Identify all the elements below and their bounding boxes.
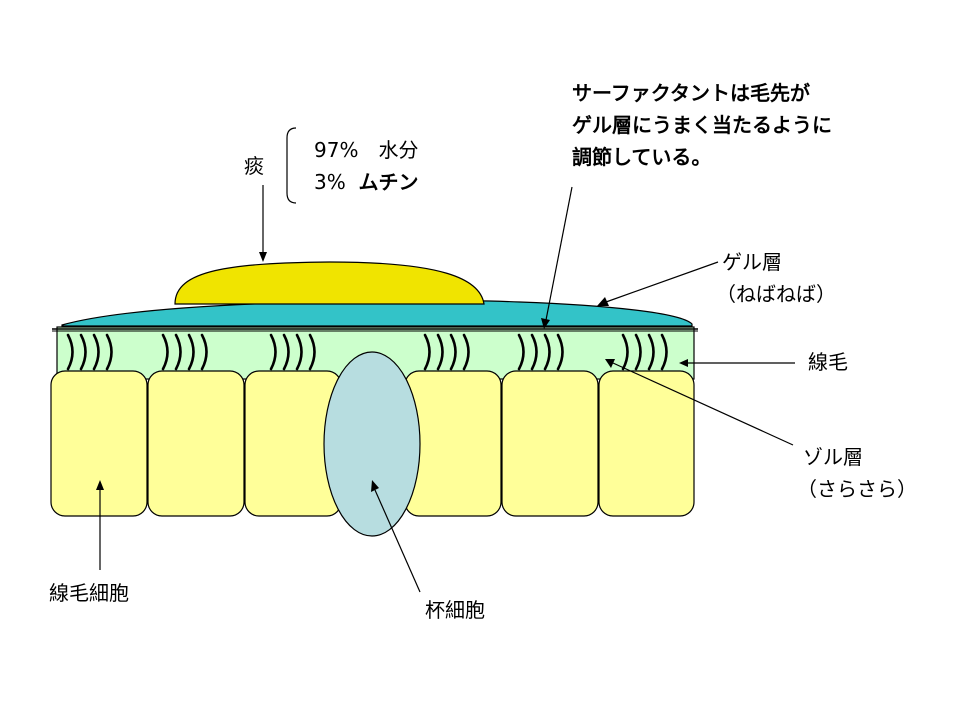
cilium — [517, 333, 525, 371]
goblet-cell-label: 杯細胞 — [425, 598, 485, 622]
ciliated-cell — [50, 370, 148, 517]
goblet-cell — [323, 351, 421, 537]
mucus-blob — [174, 261, 485, 305]
cilium — [308, 333, 316, 371]
sol-arrowhead — [605, 359, 615, 368]
gel-layer-label: ゲル層 — [722, 250, 782, 274]
gel-layer-desc: （ねばねば） — [716, 282, 836, 306]
surfactant-note-line: ゲル層にうまく当たるように — [572, 113, 832, 137]
sputum-arrowhead — [259, 252, 267, 262]
cilium — [105, 333, 113, 371]
sputum-water-line: 97% 水分 — [314, 138, 419, 162]
cilium — [79, 333, 87, 371]
surfactant-arrow — [545, 186, 573, 321]
sol-layer-desc: （さらさら） — [797, 477, 917, 501]
gel-arrowhead — [597, 297, 609, 306]
mucin-percent: 3% — [314, 170, 346, 194]
goblet-cell-arrow — [374, 489, 421, 593]
ciliated-cell — [501, 370, 599, 517]
cilium — [530, 333, 538, 371]
cilia-arrowhead — [679, 359, 688, 367]
surfactant-note-line: 調節している。 — [572, 145, 712, 169]
ciliated-cell — [147, 370, 245, 517]
cilium — [634, 333, 642, 371]
ciliated-cell-label: 線毛細胞 — [49, 581, 129, 605]
cilium — [436, 333, 444, 371]
cilium — [621, 333, 629, 371]
surfactant-arrowhead — [541, 318, 550, 329]
gel-layer — [61, 299, 693, 327]
cilium — [647, 333, 655, 371]
cilium — [449, 333, 457, 371]
cilium — [660, 333, 668, 371]
sputum-bracket — [286, 127, 297, 204]
sputum-label: 痰 — [244, 154, 264, 178]
cilia-group — [66, 333, 668, 371]
cilium — [187, 333, 195, 371]
cilium — [200, 333, 208, 371]
ciliated-cell-arrowhead — [96, 480, 104, 490]
cilium — [282, 333, 290, 371]
cilium — [543, 333, 551, 371]
cilium — [295, 333, 303, 371]
goblet-cell-arrowhead — [371, 480, 379, 492]
sol-arrow — [612, 362, 794, 446]
cilium — [462, 333, 470, 371]
gel-arrow — [605, 261, 719, 303]
cilium — [423, 333, 431, 371]
mucin-name: ムチン — [358, 170, 419, 194]
cilium — [92, 333, 100, 371]
cilium — [66, 333, 74, 371]
cilia-label: 線毛 — [808, 350, 848, 374]
cilium — [269, 333, 277, 371]
cilium — [556, 333, 564, 371]
sputum-mucin-line: 3% ムチン — [314, 166, 418, 198]
ciliated-cell — [598, 370, 695, 517]
cilium — [161, 333, 169, 371]
surfactant-note-line: サーファクタントは毛先が — [572, 81, 810, 105]
cilium — [174, 333, 182, 371]
sol-layer-label: ゾル層 — [803, 445, 863, 469]
